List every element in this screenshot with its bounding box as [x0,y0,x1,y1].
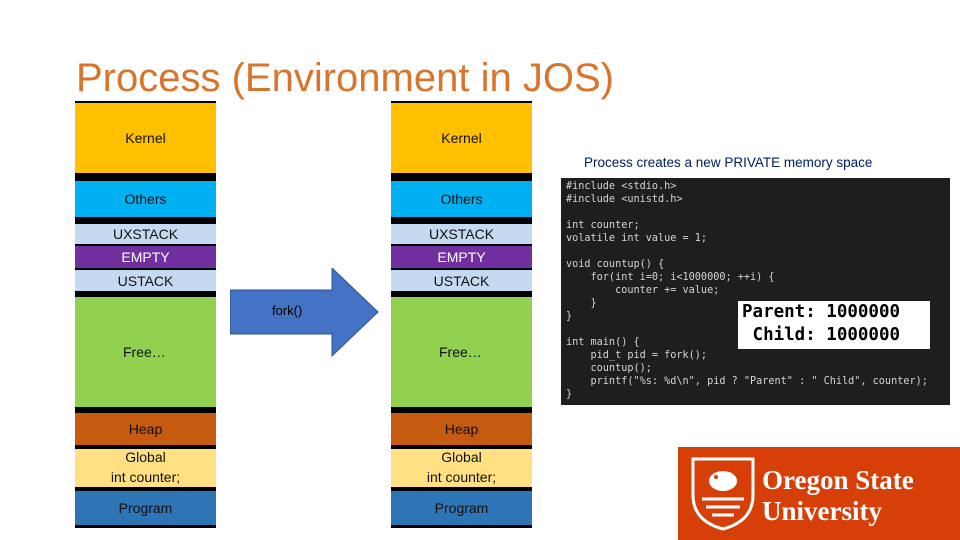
heap-region: Heap [391,413,532,445]
empty-region: EMPTY [75,246,216,268]
global-counter-label: int counter; [110,469,181,485]
code-line: } [566,298,597,309]
logo-line-2: University [762,496,882,526]
free-region: Free… [391,297,532,407]
global-region: Global int counter; [391,449,532,487]
ustack-region: USTACK [75,270,216,291]
fork-arrow-icon [230,268,379,358]
code-line: printf("%s: %d\n", pid ? "Parent" : " Ch… [566,376,928,387]
uxstack-region: UXSTACK [75,224,216,244]
code-line: volatile int value = 1; [566,233,708,244]
code-line: void countup() { [566,259,665,270]
memory-layout-child: Kernel Others UXSTACK EMPTY USTACK Free…… [391,101,532,528]
code-line: int counter; [566,220,640,231]
kernel-region: Kernel [391,103,532,173]
program-region: Program [75,491,216,525]
code-caption: Process creates a new PRIVATE memory spa… [584,155,873,170]
program-region: Program [391,491,532,525]
code-line [566,206,950,219]
code-line [566,245,950,258]
kernel-region: Kernel [75,103,216,173]
code-line: countup(); [566,363,652,374]
global-label: Global [125,449,166,466]
others-region: Others [75,181,216,217]
code-line: #include <stdio.h> [566,181,677,192]
output-line-child: Child: 1000000 [742,325,901,345]
empty-region: EMPTY [391,246,532,268]
memory-layout-parent: Kernel Others UXSTACK EMPTY USTACK Free…… [75,101,216,528]
logo-wordmark: Oregon State University [762,465,914,527]
slide-title: Process (Environment in JOS) [76,56,614,100]
code-line: int main() { [566,337,640,348]
program-output: Parent: 1000000 Child: 1000000 [738,301,930,349]
uxstack-region: UXSTACK [391,224,532,244]
logo-line-1: Oregon State [762,465,914,495]
heap-region: Heap [75,413,216,445]
global-region: Global int counter; [75,449,216,487]
output-line-parent: Parent: 1000000 [742,302,901,322]
code-line: for(int i=0; i<1000000; ++i) { [566,272,775,283]
university-logo: Oregon State University [678,447,960,540]
global-counter-label: int counter; [426,469,497,485]
fork-label: fork() [272,303,303,318]
ustack-region: USTACK [391,270,532,291]
beaver-seal-icon [691,457,755,531]
code-line: counter += value; [566,285,720,296]
free-region: Free… [75,297,216,407]
code-line: pid_t pid = fork(); [566,350,708,361]
global-label: Global [441,449,482,466]
others-region: Others [391,181,532,217]
code-snippet: #include <stdio.h> #include <unistd.h> i… [561,178,950,405]
code-line: #include <unistd.h> [566,194,683,205]
code-line: } [566,311,573,322]
code-line: } [566,389,573,400]
